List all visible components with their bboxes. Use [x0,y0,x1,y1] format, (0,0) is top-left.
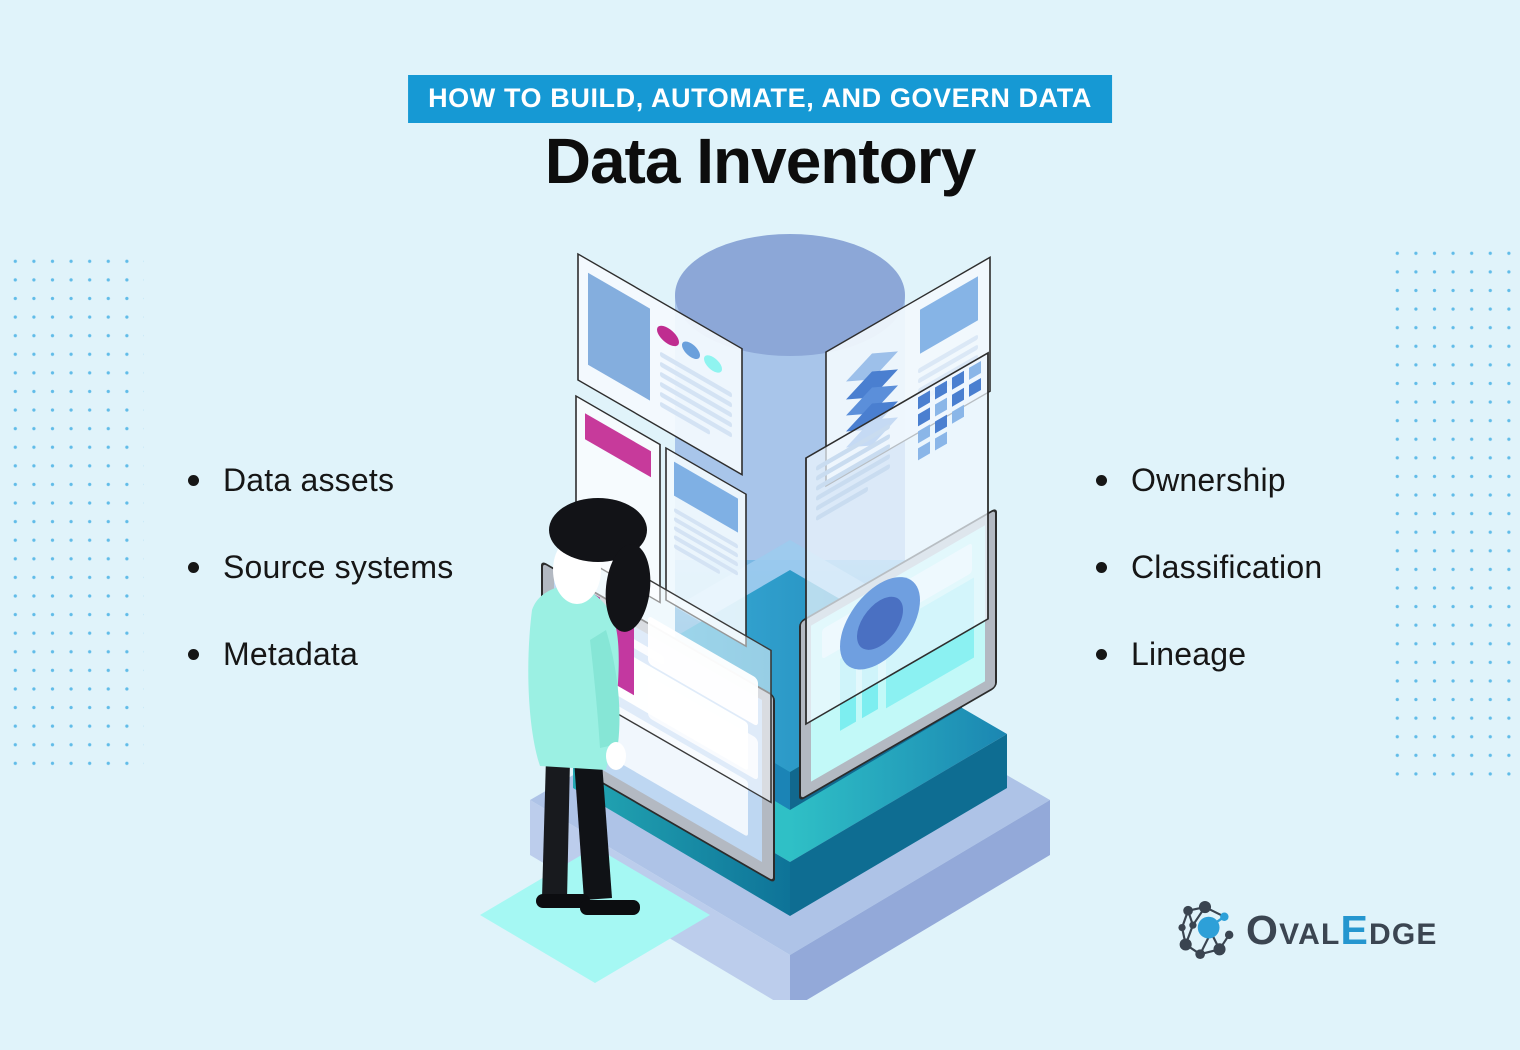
panel-media-card [577,252,743,476]
bullet-label: Source systems [223,549,454,585]
bullet-icon [1096,475,1107,486]
illustration-svg [480,234,1050,1010]
bullet-icon [1096,562,1107,573]
list-item: Classification [1096,549,1322,586]
bullet-label: Data assets [223,462,395,498]
data-inventory-illustration [470,210,1070,1010]
brand-letter: O [1246,906,1280,953]
brand-letters: DGE [1369,917,1438,951]
person-viewing [528,498,651,915]
dot-pattern-right [1388,244,1518,784]
bullet-icon [1096,649,1107,660]
dot-pattern-left [6,252,144,766]
list-item: Metadata [188,636,453,673]
bullet-list-right: Ownership Classification Lineage [1096,462,1322,723]
bullet-icon [188,562,199,573]
brand-letters: VAL [1279,917,1341,951]
bullet-icon [188,475,199,486]
header-banner: HOW TO BUILD, AUTOMATE, AND GOVERN DATA [408,75,1112,123]
list-item: Ownership [1096,462,1322,499]
bullet-label: Lineage [1131,636,1247,672]
brand-letter-accent: E [1340,906,1370,953]
pixel-grid-icon [918,360,981,461]
list-item: Lineage [1096,636,1322,673]
list-item: Data assets [188,462,453,499]
bullet-list-left: Data assets Source systems Metadata [188,462,453,723]
bullet-label: Classification [1131,549,1323,585]
panel-blue-header [665,446,747,648]
page-title: Data Inventory [544,125,977,197]
ovaledge-logo-icon [1178,901,1234,959]
bullet-icon [188,649,199,660]
list-item: Source systems [188,549,453,586]
bullet-label: Metadata [223,636,359,672]
panel-report-glass [805,351,989,726]
bullet-label: Ownership [1131,462,1286,498]
